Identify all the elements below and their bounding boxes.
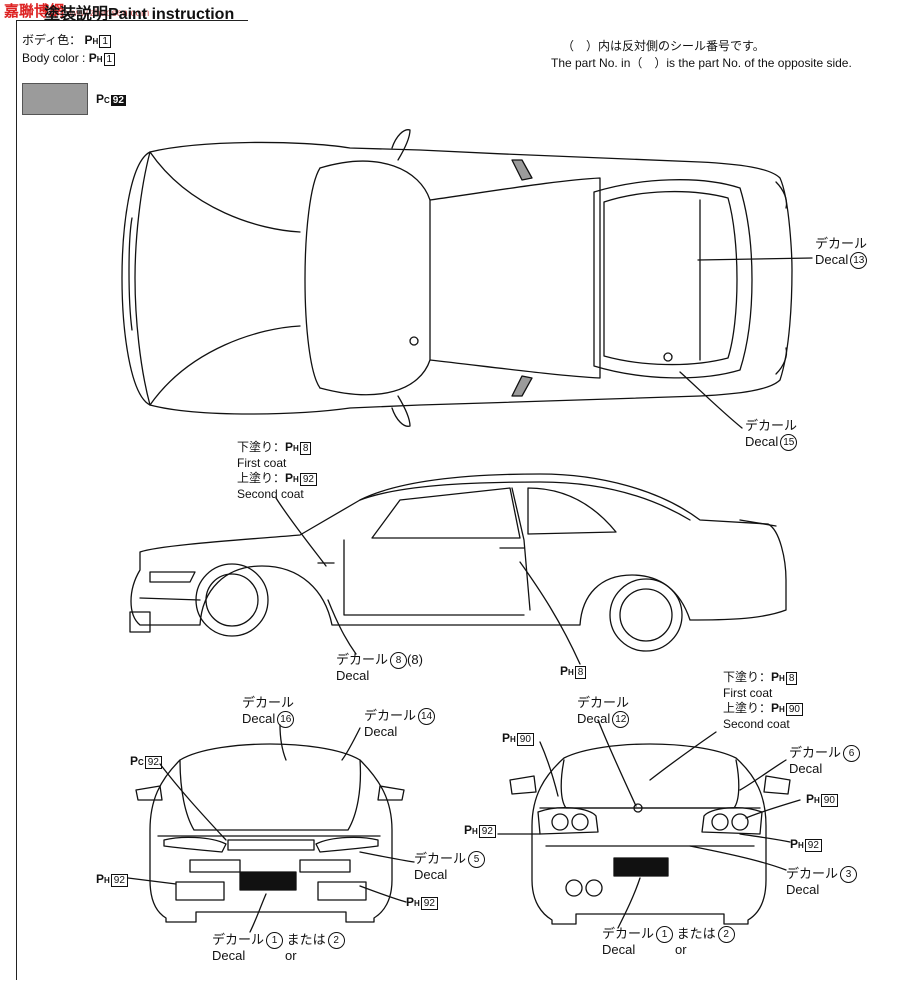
top-view-car — [122, 130, 812, 428]
rear-view-car — [498, 720, 800, 928]
front-view-car — [128, 725, 414, 932]
note-jp: （ ）内は反対側のシール番号です。 — [562, 39, 765, 53]
page-title: Paint instruction — [108, 6, 235, 23]
site-logo: 嘉聯博網 — [4, 3, 65, 20]
frame-top-rule — [16, 20, 248, 21]
jp-title: 塗装説明 — [44, 6, 109, 23]
note-en: The part No. in（ ）is the part No. of the… — [551, 56, 852, 70]
watermark: www.zhaosen.com — [66, 8, 150, 19]
side-view-car — [130, 474, 786, 664]
frame-left-rule — [16, 20, 17, 980]
color-swatch — [22, 83, 88, 115]
